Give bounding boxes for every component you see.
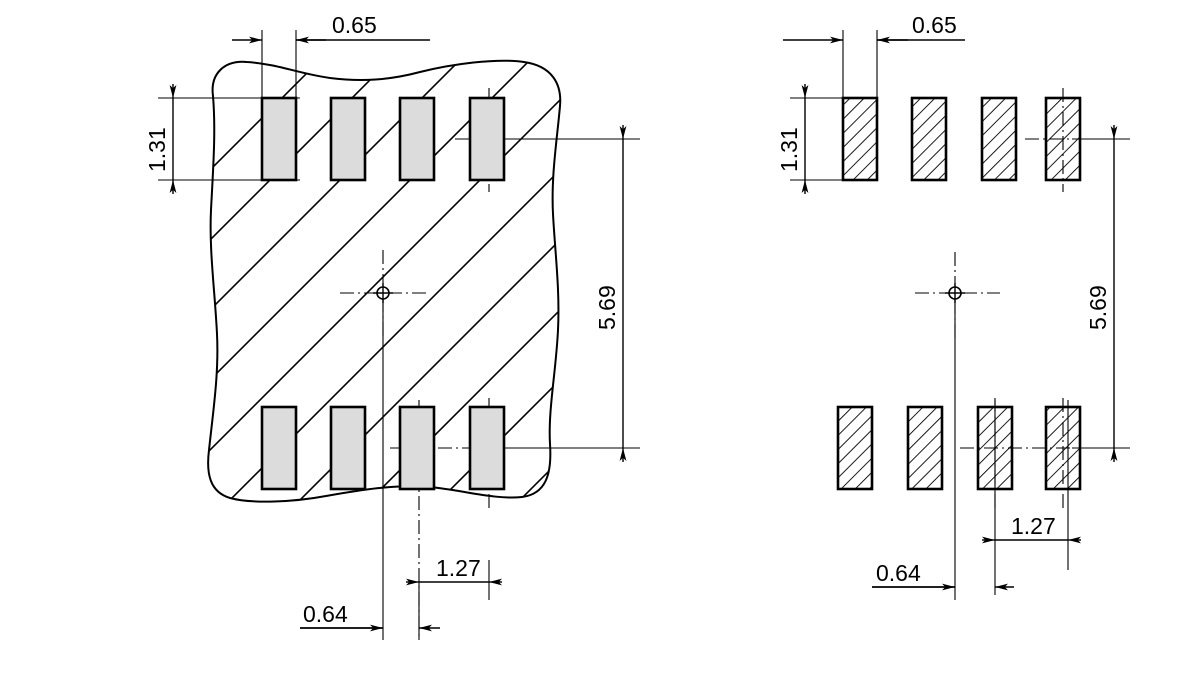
- pad: [468, 405, 506, 491]
- pad: [841, 96, 879, 182]
- pad: [1044, 96, 1082, 182]
- right-dim-pad-pitch: 1.27: [982, 513, 1081, 544]
- left-dim-pad-pitch-label: 1.27: [436, 555, 481, 581]
- right-view-land-pattern: 0.65 1.31 5.69 1.27 0.64: [776, 12, 1130, 600]
- left-dim-row-span: 5.69: [594, 125, 627, 462]
- pad: [398, 96, 436, 182]
- pad: [1044, 405, 1082, 491]
- right-dim-row-span: 5.69: [1085, 125, 1118, 462]
- right-dim-pad-height-label: 1.31: [776, 127, 802, 172]
- right-view-pad-row-bottom: [836, 405, 1082, 491]
- pad: [836, 405, 874, 491]
- left-dim-center-offset: 0.64: [300, 601, 440, 632]
- pad: [910, 96, 948, 182]
- pad: [906, 405, 944, 491]
- left-view-pad-row-top: [260, 96, 506, 182]
- right-view-center-datum-mark: [945, 283, 965, 303]
- pad: [980, 96, 1018, 182]
- left-view-center-datum-mark: [373, 283, 393, 303]
- left-dim-pad-pitch: 1.27: [406, 555, 502, 640]
- right-dim-center-offset-label: 0.64: [876, 560, 921, 586]
- left-view-component-on-board: 0.65 1.31 5.69 1.27: [144, 12, 640, 640]
- left-dim-pad-height-label: 1.31: [144, 127, 170, 172]
- pad: [329, 96, 367, 182]
- right-dim-pad-width: 0.65: [783, 12, 965, 44]
- right-dim-pad-width-label: 0.65: [912, 12, 957, 38]
- left-dim-pad-width-label: 0.65: [332, 12, 377, 38]
- right-view-pad-row-top: [841, 96, 1082, 182]
- pad: [329, 405, 367, 491]
- left-dim-pad-width: 0.65: [232, 12, 430, 44]
- pad: [260, 405, 298, 491]
- right-dim-row-span-label: 5.69: [1085, 285, 1111, 330]
- right-dim-pad-pitch-label: 1.27: [1011, 513, 1056, 539]
- left-dim-center-offset-label: 0.64: [303, 601, 348, 627]
- left-dim-pad-height: 1.31: [144, 84, 177, 194]
- right-dim-center-offset: 0.64: [872, 560, 1014, 591]
- right-dim-pad-height: 1.31: [776, 84, 809, 194]
- pad: [260, 96, 298, 182]
- pad: [976, 405, 1014, 491]
- pad: [398, 405, 436, 491]
- pad: [468, 96, 506, 182]
- left-view-pad-row-bottom: [260, 405, 506, 491]
- left-dim-row-span-label: 5.69: [594, 285, 620, 330]
